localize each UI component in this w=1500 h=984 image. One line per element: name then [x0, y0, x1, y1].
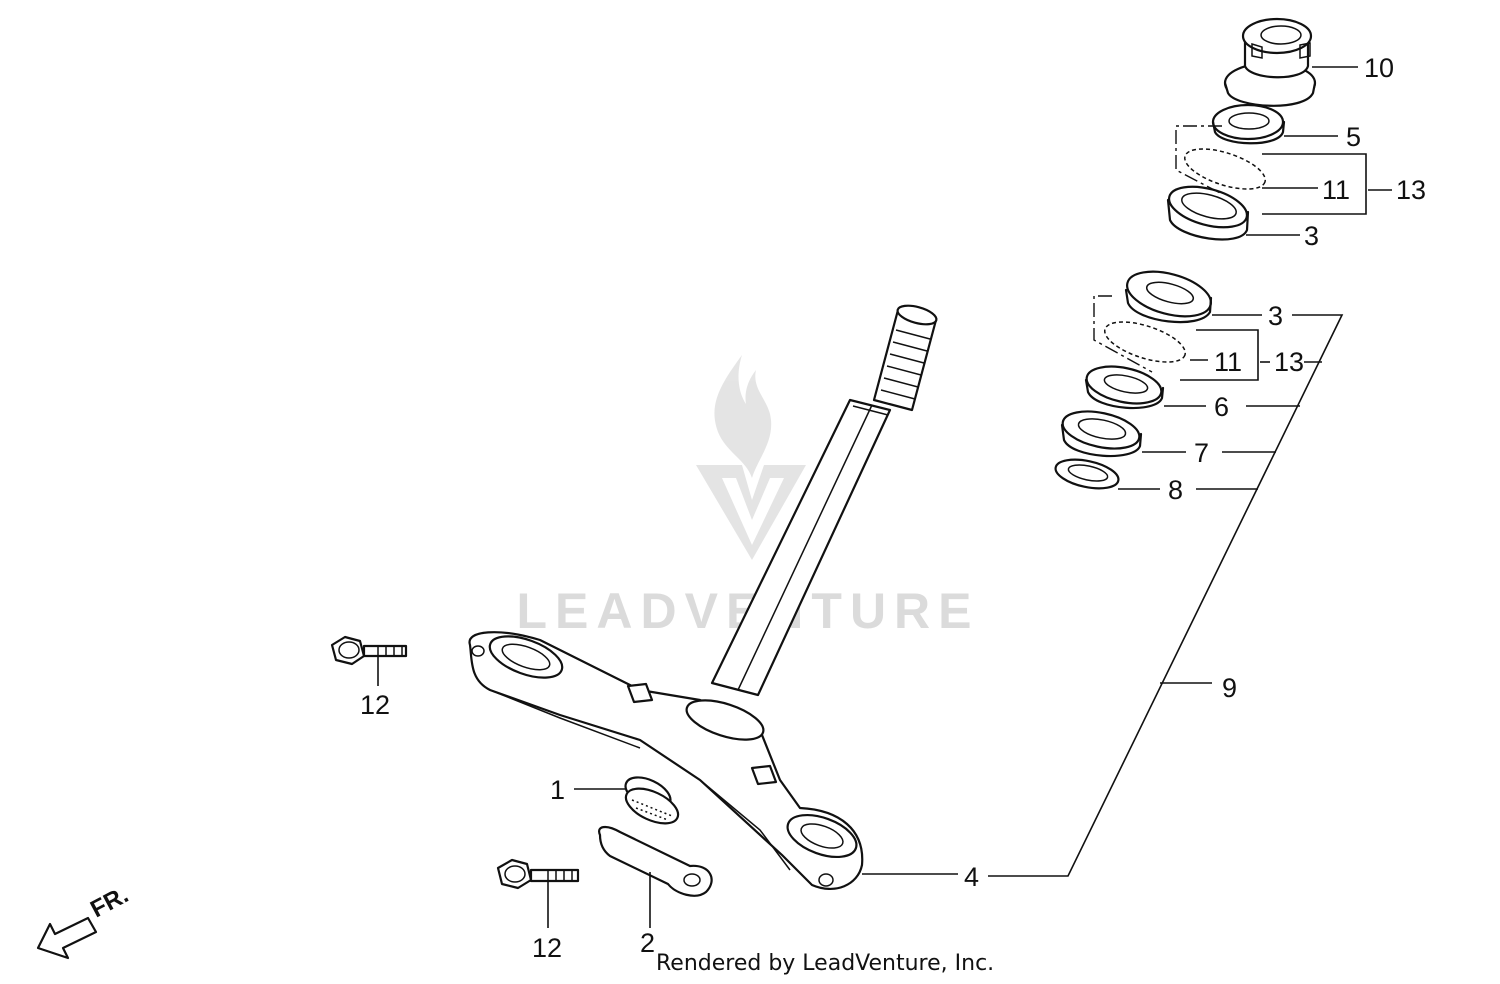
render-credit: Rendered by LeadVenture, Inc. — [656, 951, 994, 976]
callout-4: 4 — [964, 862, 979, 892]
washer — [1054, 458, 1120, 490]
callout-11-lower: 11 — [1214, 347, 1242, 377]
callout-3-lower: 3 — [1268, 301, 1283, 331]
cable-clamp — [598, 825, 713, 897]
upper-inner-race — [1211, 103, 1286, 145]
callout-12-bottom: 12 — [532, 933, 562, 963]
watermark: LEADVENTURE — [516, 355, 972, 639]
callout-13-lower: 13 — [1274, 347, 1304, 377]
stop-ring — [624, 776, 680, 825]
callouts: 10 5 11 13 3 3 11 13 6 7 8 9 4 1 2 12 12 — [360, 53, 1426, 963]
bottom-bridge — [468, 631, 864, 890]
upper-steel-balls — [1184, 148, 1266, 190]
steering-nut — [1223, 17, 1317, 107]
lower-inner-race — [1084, 365, 1165, 410]
callout-3-top: 3 — [1304, 221, 1319, 251]
callout-10: 10 — [1364, 53, 1394, 83]
upper-outer-race — [1166, 185, 1250, 241]
front-direction-label: FR. — [86, 881, 133, 923]
callout-7: 7 — [1194, 438, 1209, 468]
callout-5: 5 — [1346, 122, 1361, 152]
leader-lines — [377, 66, 1392, 928]
callout-12-left: 12 — [360, 690, 390, 720]
lower-steel-balls — [1104, 321, 1186, 363]
callout-6: 6 — [1214, 392, 1229, 422]
steering-stem — [710, 304, 938, 697]
flame-logo-icon — [696, 355, 806, 560]
bolt-left — [330, 635, 408, 666]
front-arrow-icon: FR. — [36, 881, 133, 960]
callout-2: 2 — [640, 928, 655, 958]
bolt-bottom — [496, 858, 580, 890]
callout-1: 1 — [550, 775, 565, 805]
callout-11-top: 11 — [1322, 175, 1350, 205]
dust-seal — [1060, 410, 1143, 458]
callout-8: 8 — [1168, 475, 1183, 505]
callout-13-top: 13 — [1396, 175, 1426, 205]
lower-outer-race — [1124, 270, 1213, 324]
callout-9: 9 — [1222, 673, 1237, 703]
